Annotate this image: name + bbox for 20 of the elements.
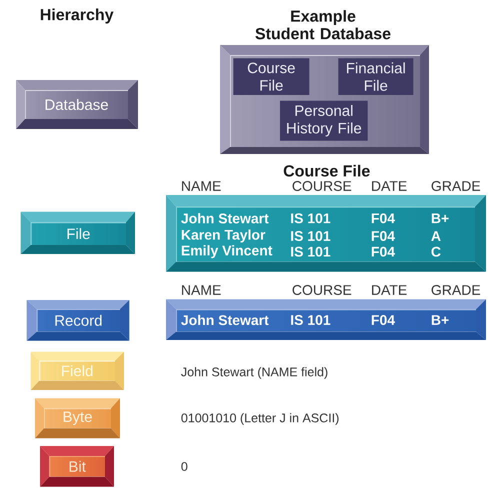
column-header: GRADE: [432, 181, 480, 191]
column-header: NAME: [182, 181, 221, 191]
level-box: Byte: [35, 398, 120, 438]
level-box: File: [20, 212, 135, 254]
panel-heading: Example Student Database: [255, 10, 390, 40]
level-box: Bit: [40, 446, 114, 487]
table-heading: Course File: [284, 164, 370, 177]
level-box: Record: [26, 300, 130, 341]
example-text: John Stewart (NAME field): [181, 367, 328, 379]
column-header: COURSE: [292, 285, 352, 295]
column-heading: Hierarchy: [40, 8, 114, 24]
example-text: 01001010 (Letter J in ASCII): [181, 413, 339, 425]
level-box: Field: [30, 352, 124, 390]
column-header: GRADE: [432, 285, 480, 295]
column-header: DATE: [372, 181, 407, 191]
example-text: 0: [181, 462, 188, 471]
column-header: COURSE: [292, 181, 352, 191]
level-box: Database: [16, 80, 138, 129]
column-header: DATE: [372, 285, 407, 295]
column-header: NAME: [182, 285, 221, 295]
